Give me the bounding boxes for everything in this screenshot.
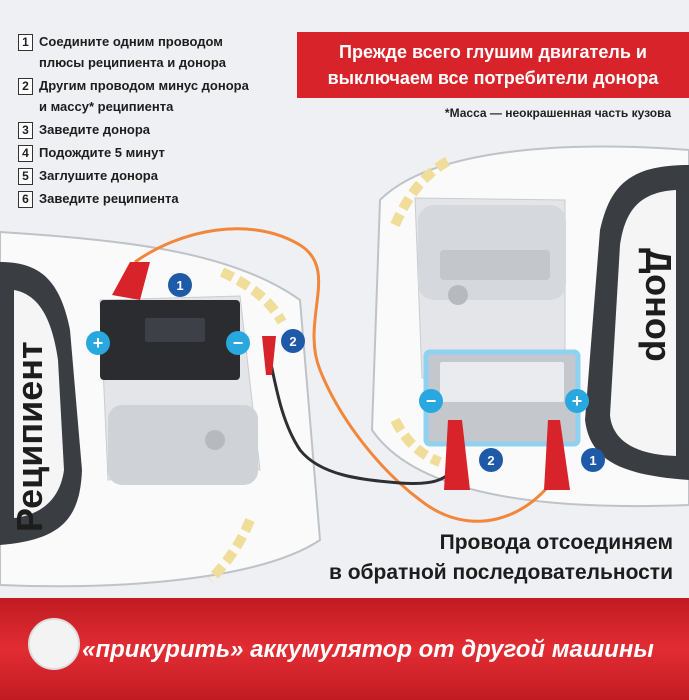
step-number: 4 [18, 145, 33, 162]
donor-minus-clamp [444, 420, 470, 490]
step-number: 5 [18, 168, 33, 185]
svg-text:1: 1 [589, 453, 596, 468]
svg-text:−: − [233, 333, 244, 353]
step-6: 6 Заведите реципиента [18, 191, 288, 209]
svg-text:2: 2 [487, 453, 494, 468]
donor-plus-clamp [544, 420, 570, 490]
recipient-plus-badge: + [86, 331, 110, 355]
donor-step-2-marker: 2 [479, 448, 503, 472]
svg-text:−: − [426, 391, 437, 411]
svg-text:+: + [572, 391, 583, 411]
step-text: Заведите донора [39, 122, 151, 137]
footer-banner: Как «прикурить» аккумулятор от другой ма… [0, 598, 689, 700]
step-3: 3 Заведите донора [18, 122, 288, 140]
step-5: 5 Заглушите донора [18, 168, 288, 186]
donor-battery [423, 349, 581, 447]
donor-minus-badge: − [419, 389, 443, 413]
svg-text:+: + [93, 333, 104, 353]
plus-cable [134, 227, 562, 523]
recipient-minus-clamp [262, 336, 276, 375]
recipient-label: Реципиент [9, 341, 50, 532]
step-number: 1 [18, 34, 33, 51]
step-number: 3 [18, 122, 33, 139]
footer-title: Как «прикурить» аккумулятор от другой ма… [35, 636, 654, 663]
svg-text:1: 1 [176, 278, 183, 293]
donor-plus-badge: + [565, 389, 589, 413]
disconnect-line-1: Провода отсоединяем [439, 531, 673, 554]
recipient-minus-badge: − [226, 331, 250, 355]
donor-step-1-marker: 1 [581, 448, 605, 472]
step-4: 4 Подождите 5 минут [18, 145, 288, 163]
mass-footnote: *Масса — неокрашенная часть кузова [444, 106, 671, 120]
recipient-step-2-marker: 2 [281, 329, 305, 353]
minus-cable [266, 349, 460, 485]
step-text: Заглушите донора [39, 168, 158, 183]
svg-text:2: 2 [289, 334, 296, 349]
recipient-battery [100, 300, 240, 380]
step-number: 6 [18, 191, 33, 208]
warning-banner: Прежде всего глушим двигатель и выключае… [297, 32, 689, 98]
lens-icon[interactable] [28, 618, 80, 670]
recipient-plus-clamp [112, 262, 150, 300]
donor-label: Донор [638, 248, 679, 362]
banner-line-2: выключаем все потребители донора [327, 68, 659, 88]
banner-line-1: Прежде всего глушим двигатель и [339, 42, 647, 62]
step-number: 2 [18, 78, 33, 95]
disconnect-note: Провода отсоединяем в обратной последова… [329, 528, 673, 588]
step-text: Подождите 5 минут [39, 145, 165, 160]
disconnect-line-2: в обратной последовательности [328, 561, 673, 584]
step-text: Заведите реципиента [39, 191, 179, 206]
recipient-step-1-marker: 1 [168, 273, 192, 297]
